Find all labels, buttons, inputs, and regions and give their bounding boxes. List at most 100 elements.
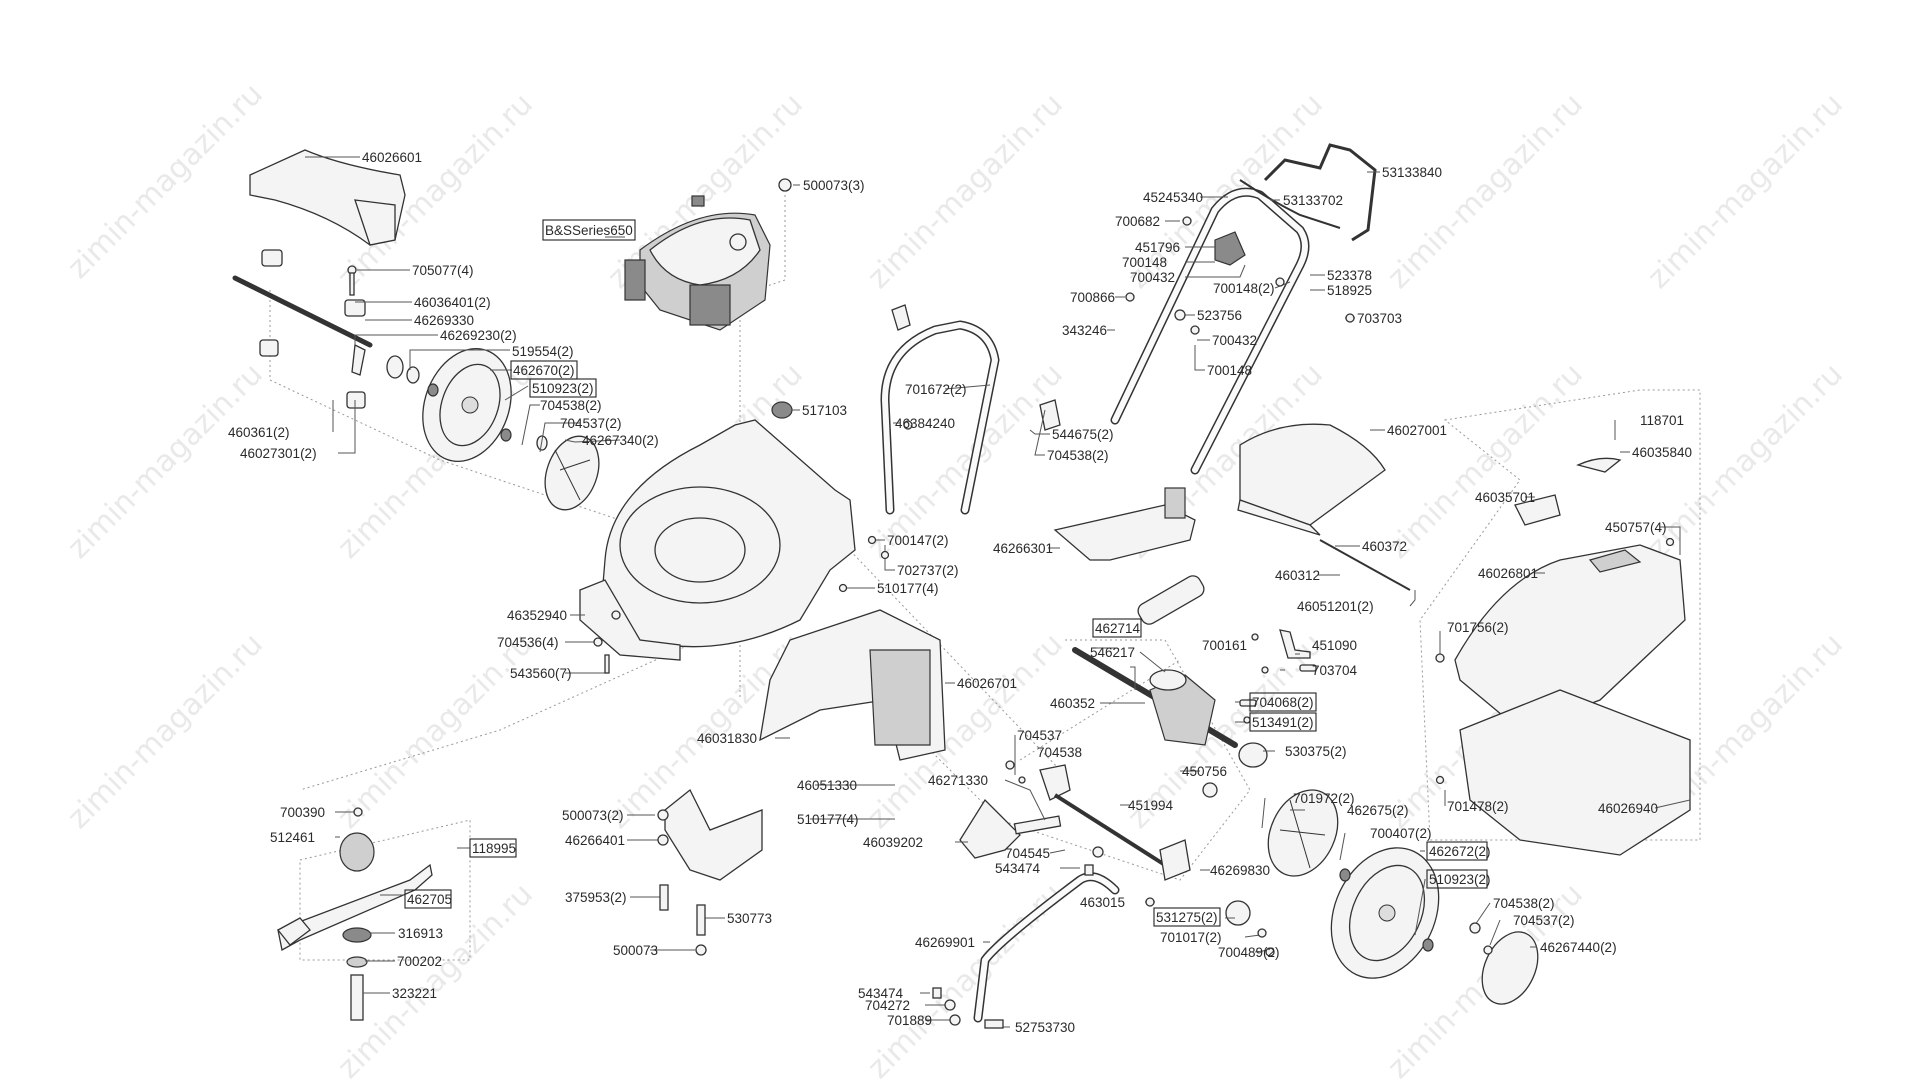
part-label[interactable]: 463015	[1080, 895, 1125, 910]
rod-part[interactable]	[1319, 539, 1411, 591]
part-label[interactable]: 450756	[1182, 764, 1227, 779]
part-label[interactable]: 701017(2)	[1160, 930, 1222, 945]
height-rod-part[interactable]	[973, 872, 1120, 1023]
height-lever-part[interactable]	[959, 798, 1021, 859]
part-label[interactable]: 510177(4)	[797, 812, 859, 827]
part-label[interactable]: 701756(2)	[1447, 620, 1509, 635]
part-label[interactable]: 701478(2)	[1447, 799, 1509, 814]
part-label[interactable]: 46026940	[1598, 801, 1658, 816]
part-label[interactable]: 704538(2)	[540, 398, 602, 413]
part-label[interactable]: 46269230(2)	[440, 328, 517, 343]
height-adjust-axle-part[interactable]	[232, 249, 420, 409]
part-label[interactable]: 46035701	[1475, 490, 1535, 505]
upper-handle-part[interactable]	[1110, 187, 1310, 475]
part-label[interactable]: 53133702	[1283, 193, 1343, 208]
gear-part[interactable]	[1225, 900, 1251, 926]
part-label[interactable]: 519554(2)	[512, 344, 574, 359]
part-label[interactable]: 700148	[1122, 255, 1167, 270]
rear-hubcap-part[interactable]	[1471, 923, 1548, 1013]
hubcap-part[interactable]	[536, 429, 609, 518]
part-label[interactable]: 704538(2)	[1493, 896, 1555, 911]
part-label[interactable]: 46266301	[993, 541, 1053, 556]
bushing-part[interactable]	[771, 401, 793, 419]
part-label[interactable]: 530773	[727, 911, 772, 926]
part-label[interactable]: 46271330	[928, 773, 988, 788]
mower-deck-part[interactable]	[579, 419, 856, 661]
part-label[interactable]: 500073(3)	[803, 178, 865, 193]
part-label[interactable]: 53133840	[1382, 165, 1442, 180]
part-label[interactable]: 704537	[1017, 728, 1062, 743]
part-label[interactable]: 704538	[1037, 745, 1082, 760]
part-label[interactable]: 462714	[1095, 621, 1141, 636]
boxed-callout[interactable]: 462705	[404, 889, 452, 909]
part-label[interactable]: 46051201(2)	[1297, 599, 1374, 614]
axle-plate-part[interactable]	[1039, 764, 1071, 801]
boxed-callout[interactable]: 513491(2)	[1249, 712, 1317, 732]
part-label[interactable]: 462670(2)	[513, 363, 575, 378]
part-label[interactable]: 700390	[280, 805, 325, 820]
part-label[interactable]: 46027001	[1387, 423, 1447, 438]
belt-guard-part[interactable]	[1053, 487, 1196, 561]
rear-wheel-part[interactable]	[1311, 830, 1459, 996]
part-label[interactable]: 118995	[472, 841, 516, 856]
part-label[interactable]: 118701	[1640, 413, 1684, 428]
part-label[interactable]: 704545	[1005, 846, 1050, 861]
part-label[interactable]: 451994	[1128, 798, 1174, 813]
gearbox-part[interactable]	[1072, 647, 1238, 748]
cover-plate-part[interactable]	[1514, 494, 1561, 526]
part-label[interactable]: 460312	[1275, 568, 1320, 583]
part-label[interactable]: 460372	[1362, 539, 1407, 554]
part-label[interactable]: 523756	[1197, 308, 1242, 323]
part-label[interactable]: 704068(2)	[1252, 695, 1314, 710]
part-label[interactable]: 375953(2)	[565, 890, 627, 905]
part-label[interactable]: 460361(2)	[228, 425, 290, 440]
part-label[interactable]: 46267340(2)	[582, 433, 659, 448]
part-label[interactable]: 704536(4)	[497, 635, 559, 650]
mulch-plug-part[interactable]	[664, 788, 763, 881]
blade-part[interactable]	[277, 863, 433, 952]
part-label[interactable]: 46026801	[1478, 566, 1538, 581]
part-label[interactable]: 46027301(2)	[240, 446, 317, 461]
bracket-part[interactable]	[1279, 629, 1311, 659]
washer-part[interactable]	[342, 927, 372, 943]
part-label[interactable]: 513491(2)	[1252, 715, 1314, 730]
part-label[interactable]: 46026701	[957, 676, 1017, 691]
engine-label[interactable]: B&SSeries650	[545, 223, 633, 238]
part-label[interactable]: 701972(2)	[1293, 791, 1355, 806]
boxed-callout[interactable]: 462670(2)	[510, 360, 578, 380]
cable-part[interactable]	[1239, 179, 1341, 229]
part-label[interactable]: 546217	[1090, 645, 1135, 660]
part-label[interactable]: 46051330	[797, 778, 857, 793]
part-label[interactable]: 702737(2)	[897, 563, 959, 578]
part-label[interactable]: 700682	[1115, 214, 1160, 229]
part-label[interactable]: 500073	[613, 943, 658, 958]
drive-control-part[interactable]	[1214, 231, 1246, 266]
part-label[interactable]: 531275(2)	[1156, 910, 1218, 925]
boxed-callout[interactable]: 118995	[469, 838, 517, 858]
part-label[interactable]: 46352940	[507, 608, 567, 623]
part-label[interactable]: 451796	[1135, 240, 1180, 255]
part-label[interactable]: 343246	[1062, 323, 1107, 338]
boxed-callout[interactable]: 704068(2)	[1249, 692, 1317, 712]
part-label[interactable]: 316913	[398, 926, 443, 941]
knob-part[interactable]	[891, 304, 911, 331]
part-label[interactable]: 518925	[1327, 283, 1372, 298]
part-label[interactable]: 510923(2)	[1429, 872, 1491, 887]
rear-discharge-part[interactable]	[759, 609, 946, 761]
nut-part[interactable]	[778, 178, 792, 192]
part-label[interactable]: 46384240	[895, 416, 955, 431]
part-label[interactable]: 462672(2)	[1429, 844, 1491, 859]
part-label[interactable]: 704537(2)	[560, 416, 622, 431]
axle-plate-part[interactable]	[1159, 839, 1191, 881]
part-label[interactable]: 462705	[407, 892, 452, 907]
part-label[interactable]: 703704	[1312, 663, 1358, 678]
engine-part[interactable]	[624, 195, 771, 331]
part-label[interactable]: 46269330	[414, 313, 474, 328]
lever-insert-part[interactable]	[1013, 815, 1062, 835]
part-label[interactable]: 543560(7)	[510, 666, 572, 681]
part-label[interactable]: 460352	[1050, 696, 1095, 711]
part-label[interactable]: 510923(2)	[532, 381, 594, 396]
part-label[interactable]: 46026601	[362, 150, 422, 165]
boxed-callout[interactable]: 462672(2)	[1426, 841, 1491, 861]
boxed-callout[interactable]: 510923(2)	[529, 378, 597, 398]
